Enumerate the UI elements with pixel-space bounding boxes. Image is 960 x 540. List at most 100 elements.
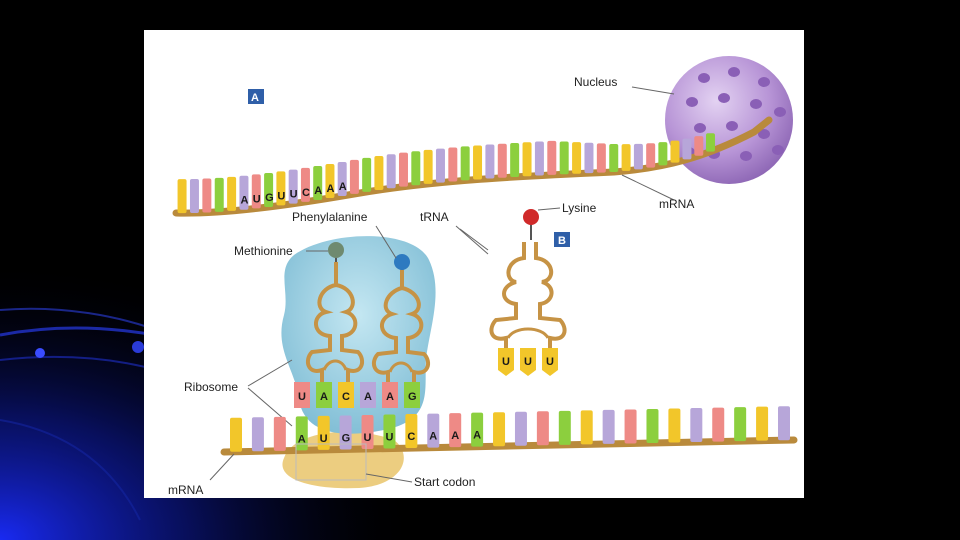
- mrna-nucleotide: [658, 142, 668, 166]
- mrna-nucleotide: [460, 146, 470, 181]
- top-codon-base: A: [326, 183, 334, 195]
- mrna-top-label: mRNA: [659, 197, 694, 211]
- mrna-nucleotide: [493, 412, 506, 447]
- mrna-nucleotide: [423, 149, 433, 184]
- mrna-nucleotide: [536, 411, 549, 446]
- panel-label-a-text: A: [251, 92, 259, 104]
- nucleus-leader-line: [631, 86, 675, 95]
- mrna-nucleotide: [497, 143, 507, 178]
- start-codon-box: [295, 443, 367, 481]
- mrna-nucleotide: [559, 141, 569, 175]
- trna-label: tRNA: [420, 210, 449, 224]
- panel-label-b-text: B: [558, 235, 566, 247]
- mrna-nucleotide: [288, 169, 298, 204]
- mrna-nucleotide: [276, 171, 286, 206]
- mrna-nucleotide: [214, 177, 224, 212]
- anticodon-base: A: [386, 391, 394, 403]
- bottom-codon-base: G: [342, 432, 351, 444]
- mrna-nucleotide: [386, 154, 396, 189]
- anticodon-base: A: [320, 391, 328, 403]
- mrna-nucleotide: [362, 157, 372, 192]
- mrna-nucleotide: [300, 167, 310, 202]
- mrna-nucleotide: [668, 408, 681, 443]
- mrna-nucleotide: [514, 411, 527, 446]
- bottom-codon-base: U: [385, 432, 393, 444]
- nucleus-pore: [718, 93, 730, 103]
- mrna-nucleotide: [264, 172, 274, 207]
- top-codon-base: C: [302, 187, 310, 199]
- lysine-ball: [523, 209, 539, 225]
- mrna-nucleotide: [295, 416, 308, 451]
- nucleus-pore: [774, 107, 786, 117]
- nucleus-label: Nucleus: [574, 75, 617, 89]
- mrna-nucleotide: [778, 406, 790, 441]
- mrna-nucleotide: [405, 414, 418, 449]
- mrna-bottom-leader-line: [209, 453, 235, 481]
- methionine-label: Methionine: [234, 244, 293, 258]
- top-codon-base: U: [277, 190, 285, 202]
- top-codon-base: A: [339, 181, 347, 193]
- anticodon-nucleotide: [294, 382, 310, 408]
- nucleus-pore: [740, 151, 752, 161]
- mrna-nucleotide: [313, 165, 323, 200]
- top-codon-base: G: [265, 192, 274, 204]
- anticodon-nucleotide: [382, 382, 398, 408]
- anticodon-nucleotide: [404, 382, 420, 408]
- mrna-nucleotide: [584, 142, 594, 174]
- mrna-top-leader-line: [621, 174, 675, 201]
- nucleus-pore: [758, 129, 770, 139]
- mrna-nucleotide: [325, 164, 335, 199]
- nucleus-pore: [698, 73, 710, 83]
- mrna-bottom-label: mRNA: [168, 483, 203, 497]
- mrna-nucleotide: [682, 138, 692, 160]
- mrna-nucleotide: [633, 143, 643, 170]
- mrna-nucleotide: [485, 144, 495, 179]
- bottom-codon-base: A: [298, 433, 306, 445]
- phenylalanine-label: Phenylalanine: [292, 210, 368, 224]
- mrna-nucleotide: [609, 144, 619, 173]
- anticodon-nucleotide: [542, 348, 558, 376]
- mrna-nucleotide: [694, 136, 704, 156]
- mrna-nucleotide: [251, 174, 261, 209]
- mrna-nucleotide: [624, 409, 637, 444]
- nucleus: [665, 56, 793, 184]
- mrna-nucleotide: [339, 415, 352, 450]
- nucleus-pore: [758, 77, 770, 87]
- mrna-nucleotide: [646, 143, 656, 168]
- mrna-nucleotide: [230, 417, 242, 452]
- anticodon-nucleotide: [360, 382, 376, 408]
- mrna-nucleotide: [558, 410, 571, 445]
- mrna-nucleotide: [239, 175, 249, 210]
- top-codon-base: U: [253, 193, 261, 205]
- mrna-nucleotide: [596, 143, 606, 173]
- mrna-nucleotide: [411, 151, 421, 186]
- mrna-nucleotide: [251, 417, 264, 452]
- anticodon-nucleotide: [338, 382, 354, 408]
- nucleus-pore: [694, 123, 706, 133]
- mrna-nucleotide: [427, 413, 440, 448]
- trna-methionine: [305, 242, 365, 382]
- mrna-nucleotide: [448, 147, 458, 182]
- bottom-codon-base: A: [473, 430, 481, 442]
- nucleus-pore: [686, 97, 698, 107]
- mrna-nucleotide: [189, 178, 199, 213]
- ribosome-leader-upper: [247, 359, 293, 387]
- mrna-nucleotide: [177, 179, 187, 214]
- phenylalanine-ball: [394, 254, 410, 270]
- mrna-nucleotide: [510, 142, 520, 177]
- bottom-codon-base: U: [320, 433, 328, 445]
- anticodon-base: C: [342, 391, 350, 403]
- mrna-nucleotide: [227, 176, 237, 211]
- anticodon-nucleotide: [520, 348, 536, 376]
- mrna-nucleotide: [383, 414, 396, 449]
- nucleus-pore: [750, 99, 762, 109]
- start-codon-label: Start codon: [414, 475, 475, 489]
- mrna-nucleotide: [374, 155, 384, 190]
- mrna-nucleotide: [349, 159, 359, 194]
